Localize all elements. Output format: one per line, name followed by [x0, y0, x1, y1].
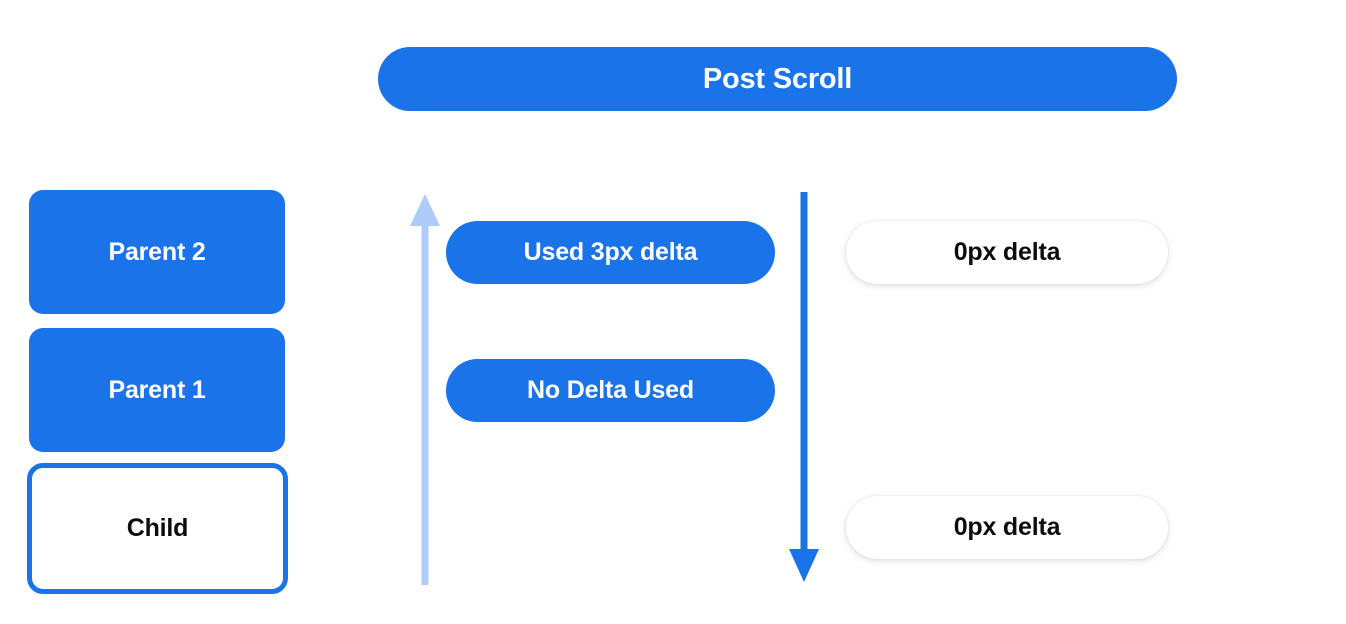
pill-used-3px-delta-label: Used 3px delta	[523, 238, 698, 266]
box-parent-2: Parent 2	[29, 190, 285, 314]
box-child: Child	[27, 463, 288, 594]
pill-zero-delta-top: 0px delta	[846, 221, 1168, 284]
box-parent-2-label: Parent 2	[108, 237, 206, 266]
post-scroll-header: Post Scroll	[378, 47, 1177, 111]
pill-zero-delta-bottom-label: 0px delta	[953, 513, 1061, 541]
pill-zero-delta-top-label: 0px delta	[953, 238, 1061, 266]
box-parent-1-label: Parent 1	[108, 375, 206, 404]
pill-no-delta-used-label: No Delta Used	[527, 376, 694, 404]
box-child-label: Child	[126, 514, 189, 542]
pill-zero-delta-bottom: 0px delta	[846, 496, 1168, 559]
up-arrow-icon	[407, 193, 443, 585]
pill-no-delta-used: No Delta Used	[446, 359, 775, 422]
box-parent-1: Parent 1	[29, 328, 285, 452]
down-arrow-icon	[786, 192, 822, 584]
header-title: Post Scroll	[702, 62, 853, 95]
pill-used-3px-delta: Used 3px delta	[446, 221, 775, 284]
